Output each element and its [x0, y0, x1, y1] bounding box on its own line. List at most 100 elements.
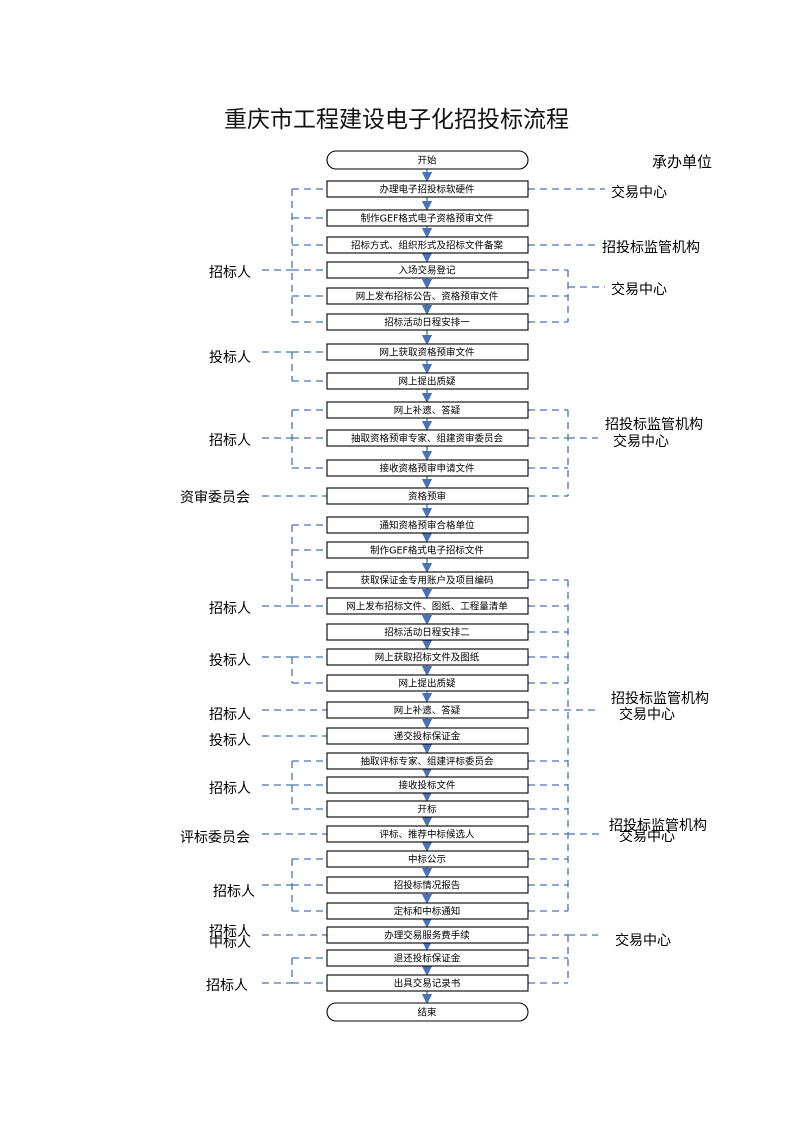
step-box — [326, 343, 529, 361]
right-label-9: 交易中心 — [619, 829, 675, 845]
step-box — [326, 459, 529, 477]
step-box — [326, 313, 529, 331]
step-box — [326, 209, 529, 227]
step-label: 招标方式、组织形式及招标文件备案 — [351, 240, 504, 252]
step-label: 网上发布招标文件、图纸、工程量清单 — [346, 601, 508, 613]
step-label: 定标和中标通知 — [394, 906, 461, 918]
step-box — [326, 974, 529, 992]
step-label: 中标公示 — [408, 854, 446, 866]
page-title: 重庆市工程建设电子化招投标流程 — [224, 107, 569, 133]
right-label-4: 招投标监管机构 — [605, 417, 703, 433]
step-label: 递交投标保证金 — [394, 731, 461, 743]
process-step: 评标、推荐中标候选人 — [326, 825, 529, 843]
process-step: 开标 — [326, 800, 529, 818]
right-label-1: 交易中心 — [611, 185, 667, 201]
step-label: 招标活动日程安排一 — [384, 317, 470, 329]
left-label-9: 招标人 — [209, 781, 251, 797]
step-label: 网上补遗、答疑 — [394, 405, 461, 417]
process-step: 网上补遗、答疑 — [326, 401, 529, 419]
step-label: 退还投标保证金 — [394, 953, 461, 965]
right-label-5: 交易中心 — [613, 434, 669, 450]
process-step: 办理交易服务费手续 — [326, 926, 529, 944]
left-label-13: 中标人 — [209, 935, 251, 951]
step-label: 接收资格预审申请文件 — [379, 463, 475, 475]
step-label: 资格预审 — [408, 491, 446, 503]
left-label-2: 投标人 — [209, 350, 251, 366]
right-label-3: 交易中心 — [611, 282, 667, 298]
process-step: 网上获取招标文件及图纸 — [326, 648, 529, 666]
process-step: 网上提出质疑 — [326, 372, 529, 390]
step-label: 出具交易记录书 — [394, 978, 461, 990]
left-label-6: 投标人 — [209, 653, 251, 669]
terminal-node: 结束 — [326, 1002, 529, 1022]
process-step: 退还投标保证金 — [326, 949, 529, 967]
step-box — [326, 825, 529, 843]
step-box — [326, 287, 529, 305]
process-step: 中标公示 — [326, 850, 529, 868]
step-box — [326, 1002, 529, 1022]
step-box — [326, 949, 529, 967]
process-step: 接收投标文件 — [326, 776, 529, 794]
step-box — [326, 150, 529, 170]
step-box — [326, 876, 529, 894]
process-step: 网上发布招标文件、图纸、工程量清单 — [326, 597, 529, 615]
step-box — [326, 429, 529, 447]
step-box — [326, 372, 529, 390]
step-label: 网上获取招标文件及图纸 — [375, 652, 480, 664]
column-header: 承办单位 — [652, 153, 713, 171]
step-box — [326, 180, 529, 198]
step-label: 开始 — [417, 155, 437, 167]
right-label-6: 招投标监管机构 — [611, 691, 709, 707]
step-box — [326, 571, 529, 589]
step-label: 制作GEF格式电子招标文件 — [370, 545, 484, 557]
left-label-1: 招标人 — [209, 265, 251, 281]
process-step: 出具交易记录书 — [326, 974, 529, 992]
process-step: 接收资格预审申请文件 — [326, 459, 529, 477]
step-box — [326, 902, 529, 920]
left-label-8: 投标人 — [209, 733, 251, 749]
process-step: 办理电子招投标软硬件 — [326, 180, 529, 198]
step-box — [326, 674, 529, 692]
step-label: 招标活动日程安排二 — [384, 627, 470, 639]
process-step: 网上提出质疑 — [326, 674, 529, 692]
left-label-7: 招标人 — [209, 707, 251, 723]
process-step: 抽取评标专家、组建评标委员会 — [326, 752, 529, 770]
process-step: 递交投标保证金 — [326, 727, 529, 745]
process-step: 资格预审 — [326, 487, 529, 505]
step-box — [326, 541, 529, 559]
step-box — [326, 926, 529, 944]
right-label-7: 交易中心 — [619, 707, 675, 723]
terminal-node: 开始 — [326, 150, 529, 170]
step-label: 获取保证金专用账户及项目编码 — [360, 575, 493, 587]
process-step: 网上发布招标公告、资格预审文件 — [326, 287, 529, 305]
process-step: 招标活动日程安排一 — [326, 313, 529, 331]
right-label-2: 招投标监管机构 — [602, 240, 700, 256]
left-label-11: 招标人 — [213, 884, 255, 900]
step-label: 招投标情况报告 — [394, 880, 461, 892]
process-step: 招标活动日程安排二 — [326, 623, 529, 641]
right-label-8: 招投标监管机构 — [609, 818, 707, 834]
step-box — [326, 727, 529, 745]
process-step: 抽取资格预审专家、组建资审委员会 — [326, 429, 529, 447]
step-label: 开标 — [417, 804, 437, 816]
step-box — [326, 776, 529, 794]
step-label: 办理电子招投标软硬件 — [379, 184, 475, 196]
step-box — [326, 701, 529, 719]
left-label-14: 招标人 — [206, 978, 248, 994]
step-label: 评标、推荐中标候选人 — [379, 829, 475, 841]
step-box — [326, 261, 529, 279]
process-step: 制作GEF格式电子资格预审文件 — [326, 209, 529, 227]
process-step: 定标和中标通知 — [326, 902, 529, 920]
left-label-10: 评标委员会 — [180, 830, 250, 846]
left-label-3: 招标人 — [209, 433, 251, 449]
process-step: 招投标情况报告 — [326, 876, 529, 894]
process-step: 入场交易登记 — [326, 261, 529, 279]
step-box — [326, 597, 529, 615]
step-label: 结束 — [417, 1007, 437, 1019]
step-label: 网上补遗、答疑 — [394, 705, 461, 717]
left-label-12: 招标人 — [209, 924, 251, 940]
process-step: 制作GEF格式电子招标文件 — [326, 541, 529, 559]
step-box — [326, 401, 529, 419]
process-step: 获取保证金专用账户及项目编码 — [326, 571, 529, 589]
step-label: 入场交易登记 — [398, 265, 456, 277]
